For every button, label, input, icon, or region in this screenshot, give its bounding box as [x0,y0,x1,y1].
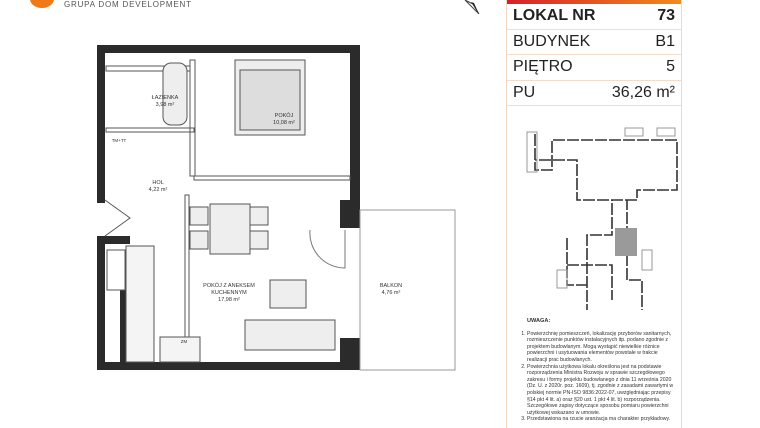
note-item: Powierzchnia użytkowa lokalu określona j… [527,364,677,417]
wall [340,200,360,228]
room-area: 17,98 m² [218,297,240,303]
tm-label: TM+TT [112,138,127,143]
room-name: POKÓJ [275,112,294,119]
brand-logo [30,0,54,8]
room-area: 3,98 m² [156,102,175,108]
notes-title: UWAGA: [527,318,551,324]
wall [340,338,360,370]
floor-plan: ŁAZIENKA 3,98 m² POKÓJ 10,08 m² HOL 4,22… [97,45,456,371]
wall [97,290,105,370]
wall [350,45,360,205]
brand-name: GRUPA DOM DEVELOPMENT [64,0,192,9]
room-name-2: KUCHENNYM [211,290,247,296]
room-name: HOL [152,180,163,186]
room-name: ŁAZIENKA [152,95,179,101]
wall [97,362,360,370]
room-name: POKÓJ Z ANEKSEM [203,282,255,289]
wall [97,236,130,244]
wall [97,45,105,203]
accent-bar [507,0,681,4]
note-item: Przedstawiona na rzucie aranżacja ma cha… [527,416,677,423]
wall [97,45,360,53]
wall [97,236,105,291]
wall [120,290,126,370]
apartment-highlight [615,228,637,256]
room-name: BALKON [380,283,402,289]
room-area: 10,08 m² [273,120,295,126]
room-area: 4,76 m² [382,290,401,296]
note-item: Powierzchnię pomieszczeń, lokalizację pr… [527,331,677,364]
notes: UWAGA: Powierzchnię pomieszczeń, lokaliz… [515,318,677,423]
building-key-plan [526,127,678,310]
zm-label: ZM [181,339,188,344]
room-area: 4,22 m² [149,187,168,193]
north-arrow-icon [464,0,480,14]
